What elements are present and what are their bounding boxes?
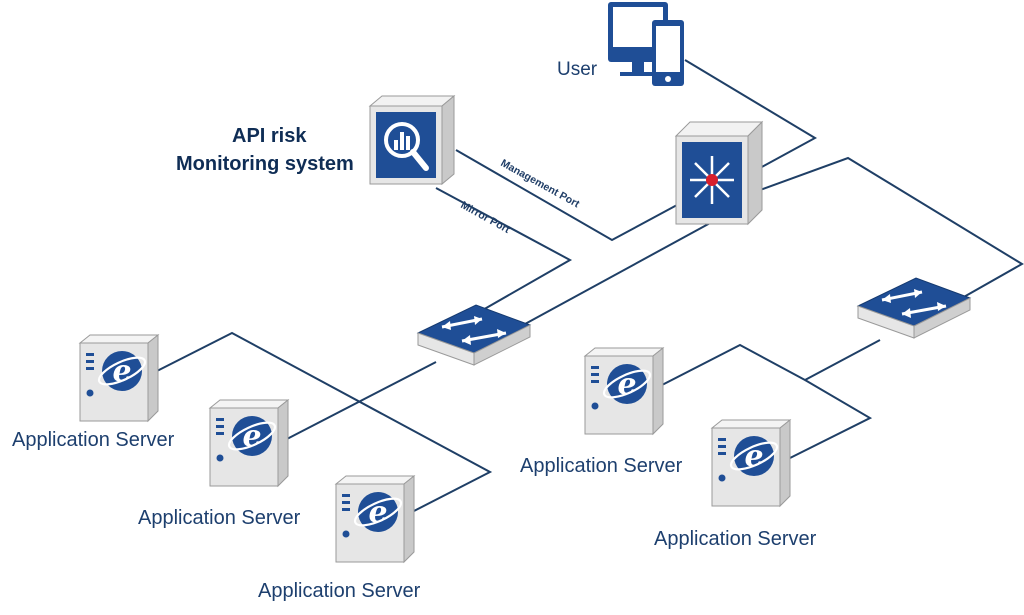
user-label: User [557,59,598,80]
link-management-port [455,149,691,242]
server-5-icon [710,418,792,508]
link-server1-server3 [154,331,493,513]
core-switch-icon [674,120,764,226]
server-3-icon [334,474,416,564]
server-2-icon [208,398,290,488]
server-1-icon [78,333,160,423]
server-2-label: Application Server [138,507,301,529]
server-4-icon [583,346,665,436]
link-core-center-switch [513,221,713,331]
server-1-label: Application Server [12,429,175,451]
link-center-switch-servers [284,361,437,441]
monitoring-title-line2: Monitoring system [176,153,354,175]
link-right-switch-server5 [789,379,873,459]
center-switch-icon [416,303,532,367]
server-4-label: Application Server [520,455,683,477]
link-mirror-port [435,187,573,316]
server-5-label: Application Server [654,528,817,550]
connection-lines [154,59,1024,513]
management-port-label: Management Port [499,157,582,210]
monitoring-system-icon [368,94,456,186]
link-user-core [684,59,818,169]
right-switch-icon [856,276,972,340]
user-computer-icon [608,2,684,86]
mirror-port-label: Mirror Port [459,199,513,236]
monitoring-title-line1: API risk [232,125,307,147]
server-3-label: Application Server [258,580,421,602]
link-right-switch-server4 [661,339,881,386]
link-core-right-switch [759,156,1024,299]
